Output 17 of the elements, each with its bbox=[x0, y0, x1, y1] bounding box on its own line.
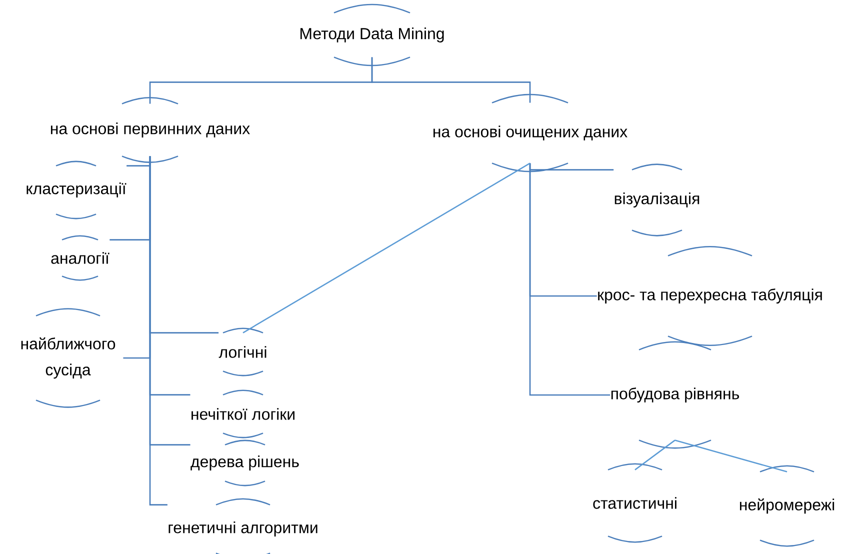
arc-node: аналогії bbox=[51, 235, 110, 281]
connector-line bbox=[674, 440, 788, 472]
connector-line bbox=[242, 162, 530, 334]
arc-node: найближчого сусіда bbox=[21, 308, 116, 408]
arc-node: кластеризації bbox=[26, 160, 126, 220]
connector-line bbox=[634, 440, 676, 470]
connector-line bbox=[149, 156, 168, 506]
arc-node: логічні bbox=[218, 328, 266, 376]
arc-node: на основі первинних даних bbox=[51, 97, 250, 163]
arc-node: нечіткої логіки bbox=[192, 390, 294, 438]
connector-line bbox=[529, 163, 610, 396]
arc-node: Методи Data Mining bbox=[300, 4, 444, 66]
arc-node: нейромережі bbox=[740, 465, 834, 547]
arc-node: статистичні bbox=[593, 463, 676, 543]
arc-node: генетичні алгоритми bbox=[168, 498, 318, 554]
arc-node: дерева рішень bbox=[190, 440, 299, 486]
connector-line bbox=[371, 57, 531, 103]
